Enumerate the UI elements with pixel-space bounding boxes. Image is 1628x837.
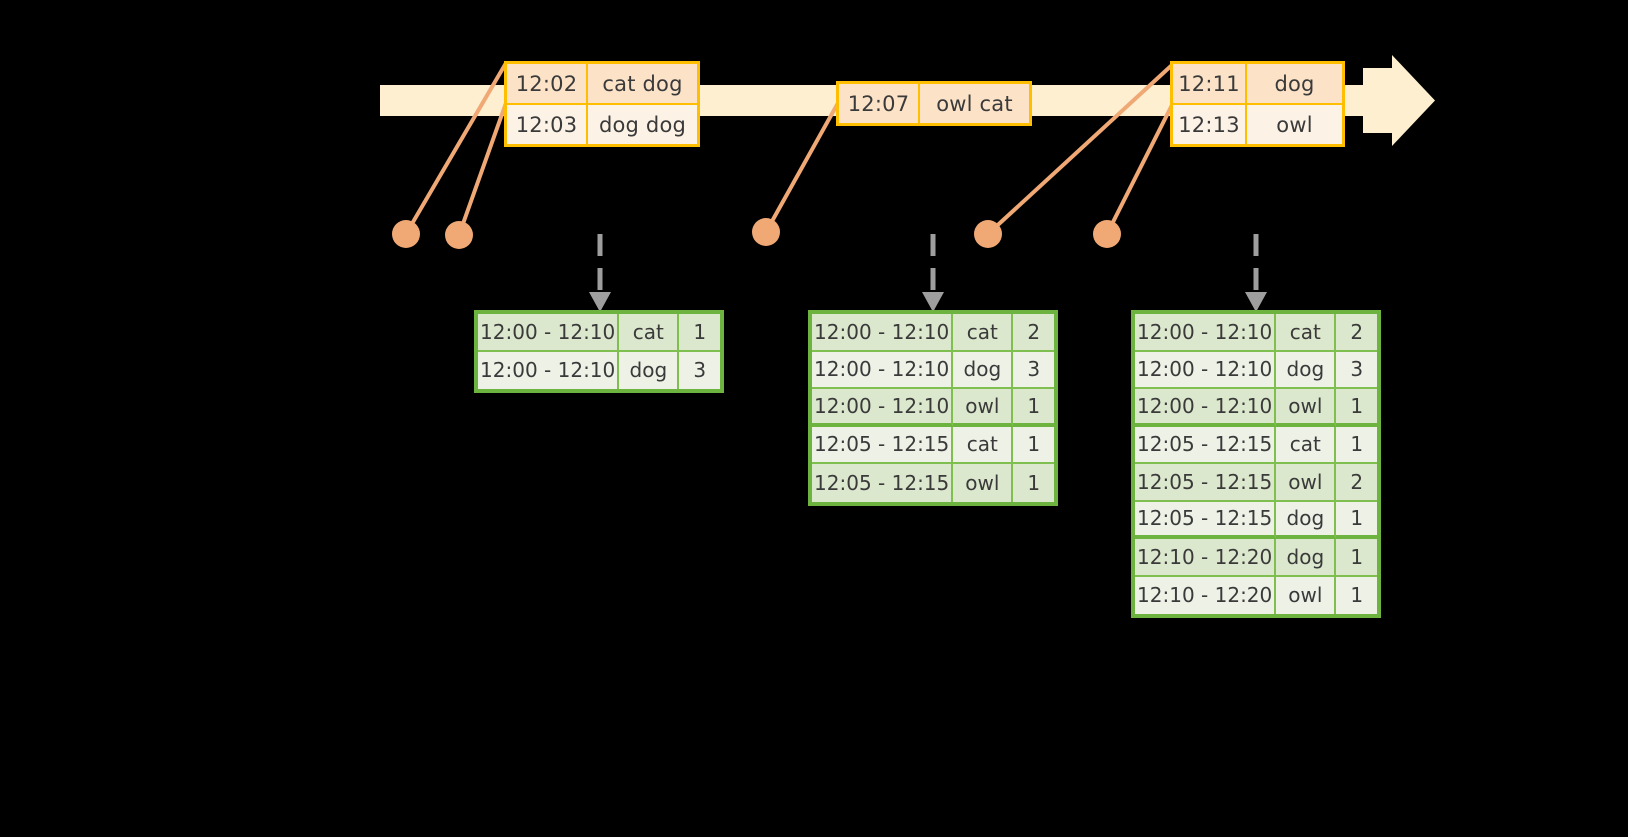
cell-word: dog xyxy=(1276,539,1337,577)
cell-count: 1 xyxy=(1336,426,1377,464)
table-row: 12:00 - 12:10 owl 1 xyxy=(1135,389,1377,427)
cell-window: 12:00 - 12:10 xyxy=(478,351,620,389)
cell-window: 12:05 - 12:15 xyxy=(1135,464,1277,502)
cell-window: 12:10 - 12:20 xyxy=(1135,539,1277,577)
cell-count: 1 xyxy=(1013,464,1054,502)
connector-dot-1211 xyxy=(974,220,1002,248)
cell-word: dog xyxy=(1276,501,1337,539)
event-time: 12:02 xyxy=(507,64,588,103)
table-row: 12:05 - 12:15 owl 2 xyxy=(1135,464,1377,502)
cell-window: 12:05 - 12:15 xyxy=(1135,426,1277,464)
cell-window: 12:00 - 12:10 xyxy=(478,314,620,352)
cell-count: 1 xyxy=(1336,501,1377,539)
event-row: 12:03 dog dog xyxy=(507,103,697,144)
dashed-arrow-table-3 xyxy=(1245,234,1267,312)
cell-window: 12:05 - 12:15 xyxy=(812,464,954,502)
cell-word: dog xyxy=(619,351,680,389)
events-box-1: 12:02 cat dog 12:03 dog dog xyxy=(504,61,700,147)
cell-word: owl xyxy=(1276,464,1337,502)
cell-count: 1 xyxy=(679,314,720,352)
cell-count: 3 xyxy=(679,351,720,389)
dashed-arrow-table-2 xyxy=(922,234,944,312)
cell-count: 1 xyxy=(1013,389,1054,427)
cell-window: 12:00 - 12:10 xyxy=(812,389,954,427)
cell-window: 12:05 - 12:15 xyxy=(812,426,954,464)
cell-count: 3 xyxy=(1336,351,1377,389)
cell-count: 1 xyxy=(1336,389,1377,427)
cell-word: dog xyxy=(953,351,1014,389)
cell-word: cat xyxy=(1276,426,1337,464)
cell-word: owl xyxy=(1276,389,1337,427)
event-row: 12:11 dog xyxy=(1173,64,1342,103)
table-row: 12:00 - 12:10 dog 3 xyxy=(478,351,720,389)
event-row: 12:02 cat dog xyxy=(507,64,697,103)
table-row: 12:05 - 12:15 dog 1 xyxy=(1135,501,1377,539)
table-row: 12:10 - 12:20 owl 1 xyxy=(1135,576,1377,614)
event-connector-lines xyxy=(404,61,1174,237)
cell-window: 12:00 - 12:10 xyxy=(1135,389,1277,427)
event-time: 12:11 xyxy=(1173,64,1247,103)
connector-dot-1213 xyxy=(1093,220,1121,248)
table-row: 12:05 - 12:15 cat 1 xyxy=(812,426,1054,464)
dashed-flow-arrows xyxy=(589,234,1267,312)
cell-window: 12:00 - 12:10 xyxy=(812,351,954,389)
table-row: 12:00 - 12:10 dog 3 xyxy=(812,351,1054,389)
cell-count: 3 xyxy=(1013,351,1054,389)
event-time: 12:03 xyxy=(507,105,588,144)
cell-count: 2 xyxy=(1336,464,1377,502)
cell-word: owl xyxy=(1276,576,1337,614)
event-payload: dog xyxy=(1247,64,1342,103)
event-row: 12:13 owl xyxy=(1173,103,1342,144)
cell-word: cat xyxy=(953,426,1014,464)
cell-count: 1 xyxy=(1013,426,1054,464)
aggregation-table-2: 12:00 - 12:10 cat 2 12:00 - 12:10 dog 3 … xyxy=(808,310,1058,506)
table-row: 12:00 - 12:10 cat 1 xyxy=(478,314,720,352)
event-time: 12:07 xyxy=(839,84,920,123)
table-row: 12:00 - 12:10 cat 2 xyxy=(1135,314,1377,352)
aggregation-table-3: 12:00 - 12:10 cat 2 12:00 - 12:10 dog 3 … xyxy=(1131,310,1381,618)
events-box-3: 12:11 dog 12:13 owl xyxy=(1170,61,1345,147)
table-row: 12:00 - 12:10 cat 2 xyxy=(812,314,1054,352)
cell-count: 1 xyxy=(1336,539,1377,577)
cell-window: 12:00 - 12:10 xyxy=(1135,351,1277,389)
cell-word: owl xyxy=(953,464,1014,502)
table-row: 12:00 - 12:10 dog 3 xyxy=(1135,351,1377,389)
event-connector-dots xyxy=(392,218,1121,249)
table-row: 12:00 - 12:10 owl 1 xyxy=(812,389,1054,427)
cell-window: 12:00 - 12:10 xyxy=(1135,314,1277,352)
event-payload: owl cat xyxy=(920,84,1029,123)
event-time: 12:13 xyxy=(1173,105,1247,144)
cell-window: 12:05 - 12:15 xyxy=(1135,501,1277,539)
event-row: 12:07 owl cat xyxy=(839,84,1029,123)
cell-word: cat xyxy=(1276,314,1337,352)
cell-window: 12:00 - 12:10 xyxy=(812,314,954,352)
connector-dot-1202 xyxy=(392,220,420,248)
event-payload: owl xyxy=(1247,105,1342,144)
cell-word: owl xyxy=(953,389,1014,427)
cell-word: cat xyxy=(619,314,680,352)
event-payload: cat dog xyxy=(588,64,697,103)
events-box-2: 12:07 owl cat xyxy=(836,81,1032,126)
table-row: 12:05 - 12:15 owl 1 xyxy=(812,464,1054,502)
table-row: 12:05 - 12:15 cat 1 xyxy=(1135,426,1377,464)
cell-count: 2 xyxy=(1336,314,1377,352)
cell-window: 12:10 - 12:20 xyxy=(1135,576,1277,614)
cell-word: cat xyxy=(953,314,1014,352)
table-row: 12:10 - 12:20 dog 1 xyxy=(1135,539,1377,577)
cell-count: 2 xyxy=(1013,314,1054,352)
dashed-arrow-table-1 xyxy=(589,234,611,312)
event-payload: dog dog xyxy=(588,105,697,144)
connector-dot-1203 xyxy=(445,221,473,249)
aggregation-table-1: 12:00 - 12:10 cat 1 12:00 - 12:10 dog 3 xyxy=(474,310,724,393)
cell-count: 1 xyxy=(1336,576,1377,614)
cell-word: dog xyxy=(1276,351,1337,389)
connector-dot-1207 xyxy=(752,218,780,246)
